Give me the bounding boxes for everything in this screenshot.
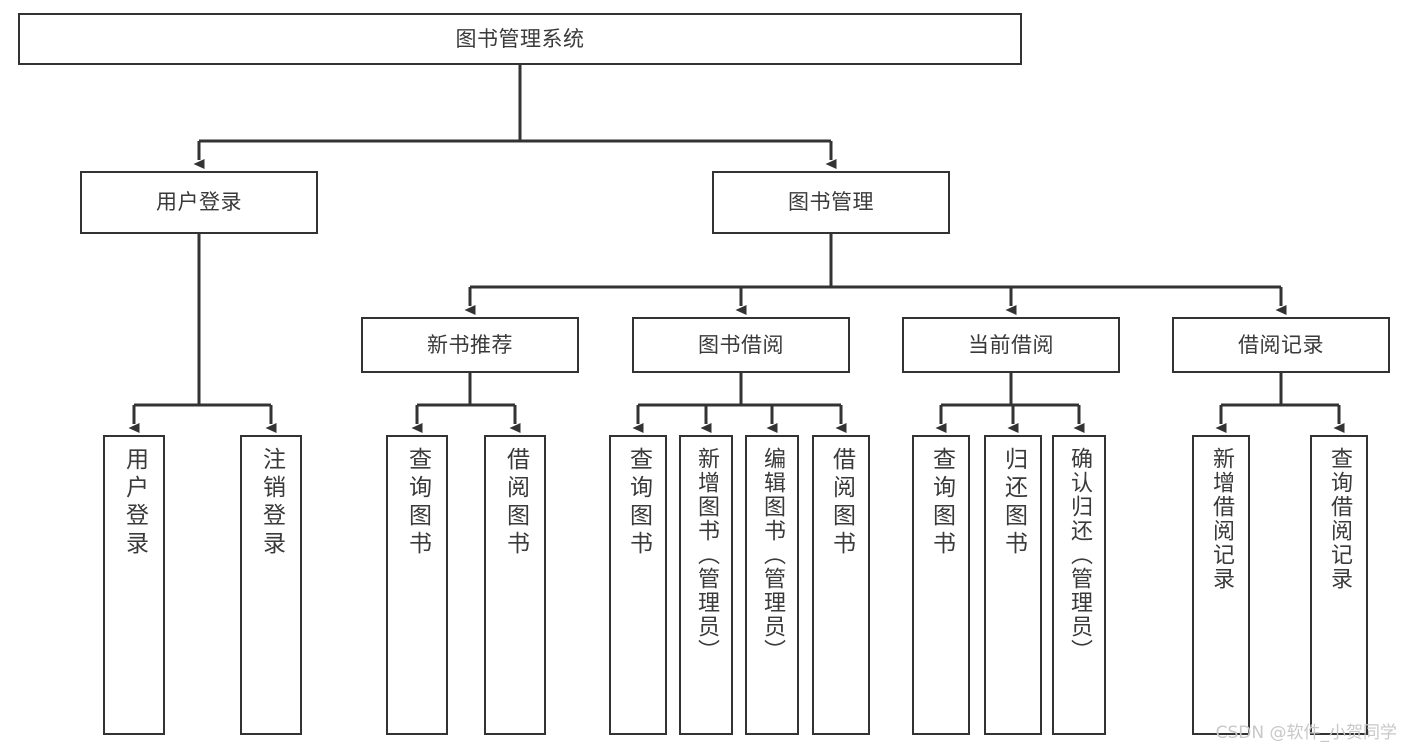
node-bookmgmt[interactable]: 图书管理 <box>712 171 950 234</box>
node-label: 用户登录 <box>156 190 242 215</box>
node-label: 借阅图书 <box>502 447 529 559</box>
node-label: 用户登录 <box>121 447 148 559</box>
node-label: 借阅图书 <box>828 447 855 559</box>
node-label: 查询图书 <box>928 447 955 559</box>
node-leaf-add[interactable]: 新增图书（管理员） <box>679 435 733 735</box>
node-label: 图书管理 <box>788 190 874 215</box>
node-records[interactable]: 借阅记录 <box>1172 317 1390 373</box>
node-leaf-return[interactable]: 归还图书 <box>984 435 1042 735</box>
node-label: 图书管理系统 <box>455 26 585 51</box>
node-label: 查询图书 <box>404 447 431 559</box>
node-leaf-edit[interactable]: 编辑图书（管理员） <box>745 435 799 735</box>
node-leaf-queryrec[interactable]: 查询借阅记录 <box>1310 435 1368 735</box>
node-label: 归还图书 <box>1000 447 1027 559</box>
node-leaf-login[interactable]: 用户登录 <box>103 435 165 735</box>
node-leaf-logout[interactable]: 注销登录 <box>240 435 302 735</box>
node-login[interactable]: 用户登录 <box>80 171 318 234</box>
node-label: 查询借阅记录 <box>1327 447 1352 591</box>
node-label: 当前借阅 <box>968 332 1054 357</box>
node-label: 注销登录 <box>258 447 285 559</box>
node-label: 新书推荐 <box>427 332 513 357</box>
node-borrow[interactable]: 图书借阅 <box>632 317 850 373</box>
node-label: 借阅记录 <box>1238 332 1324 357</box>
node-newbook[interactable]: 新书推荐 <box>361 317 579 373</box>
node-leaf-confirm[interactable]: 确认归还（管理员） <box>1052 435 1106 735</box>
watermark-label: CSDN @软件_小贺同学 <box>1215 723 1397 743</box>
node-label: 确认归还（管理员） <box>1067 447 1092 663</box>
node-label: 查询图书 <box>625 447 652 559</box>
edge-group <box>128 65 1345 433</box>
node-leaf-addrec[interactable]: 新增借阅记录 <box>1192 435 1250 735</box>
node-leaf-query3[interactable]: 查询图书 <box>912 435 970 735</box>
node-leaf-borrow1[interactable]: 借阅图书 <box>484 435 546 735</box>
node-label: 编辑图书（管理员） <box>760 447 785 663</box>
node-leaf-query2[interactable]: 查询图书 <box>609 435 667 735</box>
node-leaf-query1[interactable]: 查询图书 <box>386 435 448 735</box>
node-leaf-borrow2[interactable]: 借阅图书 <box>812 435 870 735</box>
node-label: 图书借阅 <box>698 332 784 357</box>
node-root[interactable]: 图书管理系统 <box>18 13 1022 65</box>
node-label: 新增借阅记录 <box>1209 447 1234 591</box>
node-current[interactable]: 当前借阅 <box>902 317 1120 373</box>
node-label: 新增图书（管理员） <box>694 447 719 663</box>
